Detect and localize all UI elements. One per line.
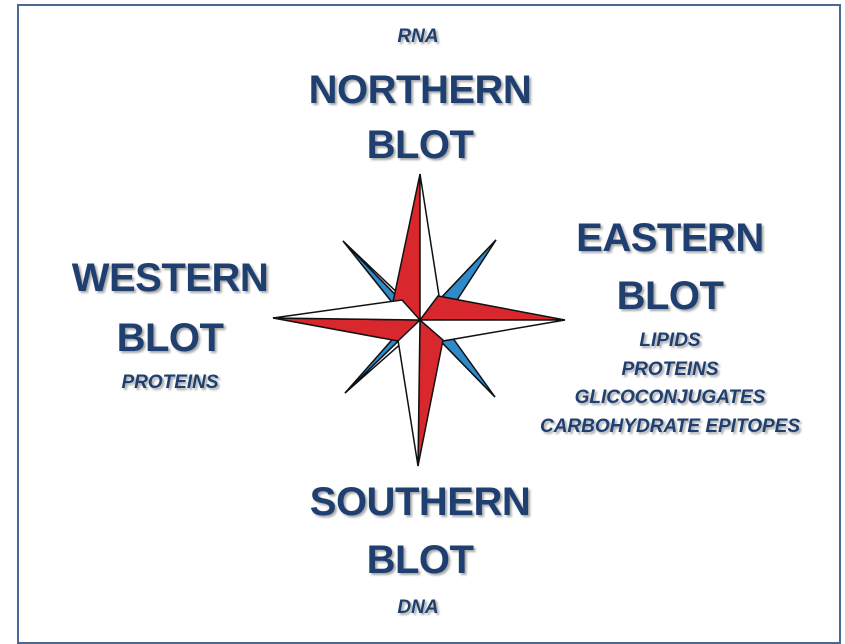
east-item-glicoconjugates: GLICOCONJUGATES xyxy=(540,388,800,407)
west-label-line1: WESTERN xyxy=(50,258,290,298)
east-item-carbohydrate-epitopes: CARBOHYDRATE EPITOPES xyxy=(510,417,830,436)
west-label-line2: BLOT xyxy=(90,318,250,358)
west-subtitle: PROTEINS xyxy=(90,373,250,392)
north-label-line2: BLOT xyxy=(340,125,500,165)
south-label-line2: BLOT xyxy=(340,540,500,580)
north-subtitle: RNA xyxy=(368,27,468,46)
south-subtitle: DNA xyxy=(368,598,468,617)
south-label-line1: SOUTHERN xyxy=(290,482,550,522)
north-label-line1: NORTHERN xyxy=(290,70,550,110)
east-label-line2: BLOT xyxy=(590,276,750,316)
east-item-proteins: PROTEINS xyxy=(570,360,770,379)
east-label-line1: EASTERN xyxy=(560,218,780,258)
east-item-lipids: LIPIDS xyxy=(570,331,770,350)
